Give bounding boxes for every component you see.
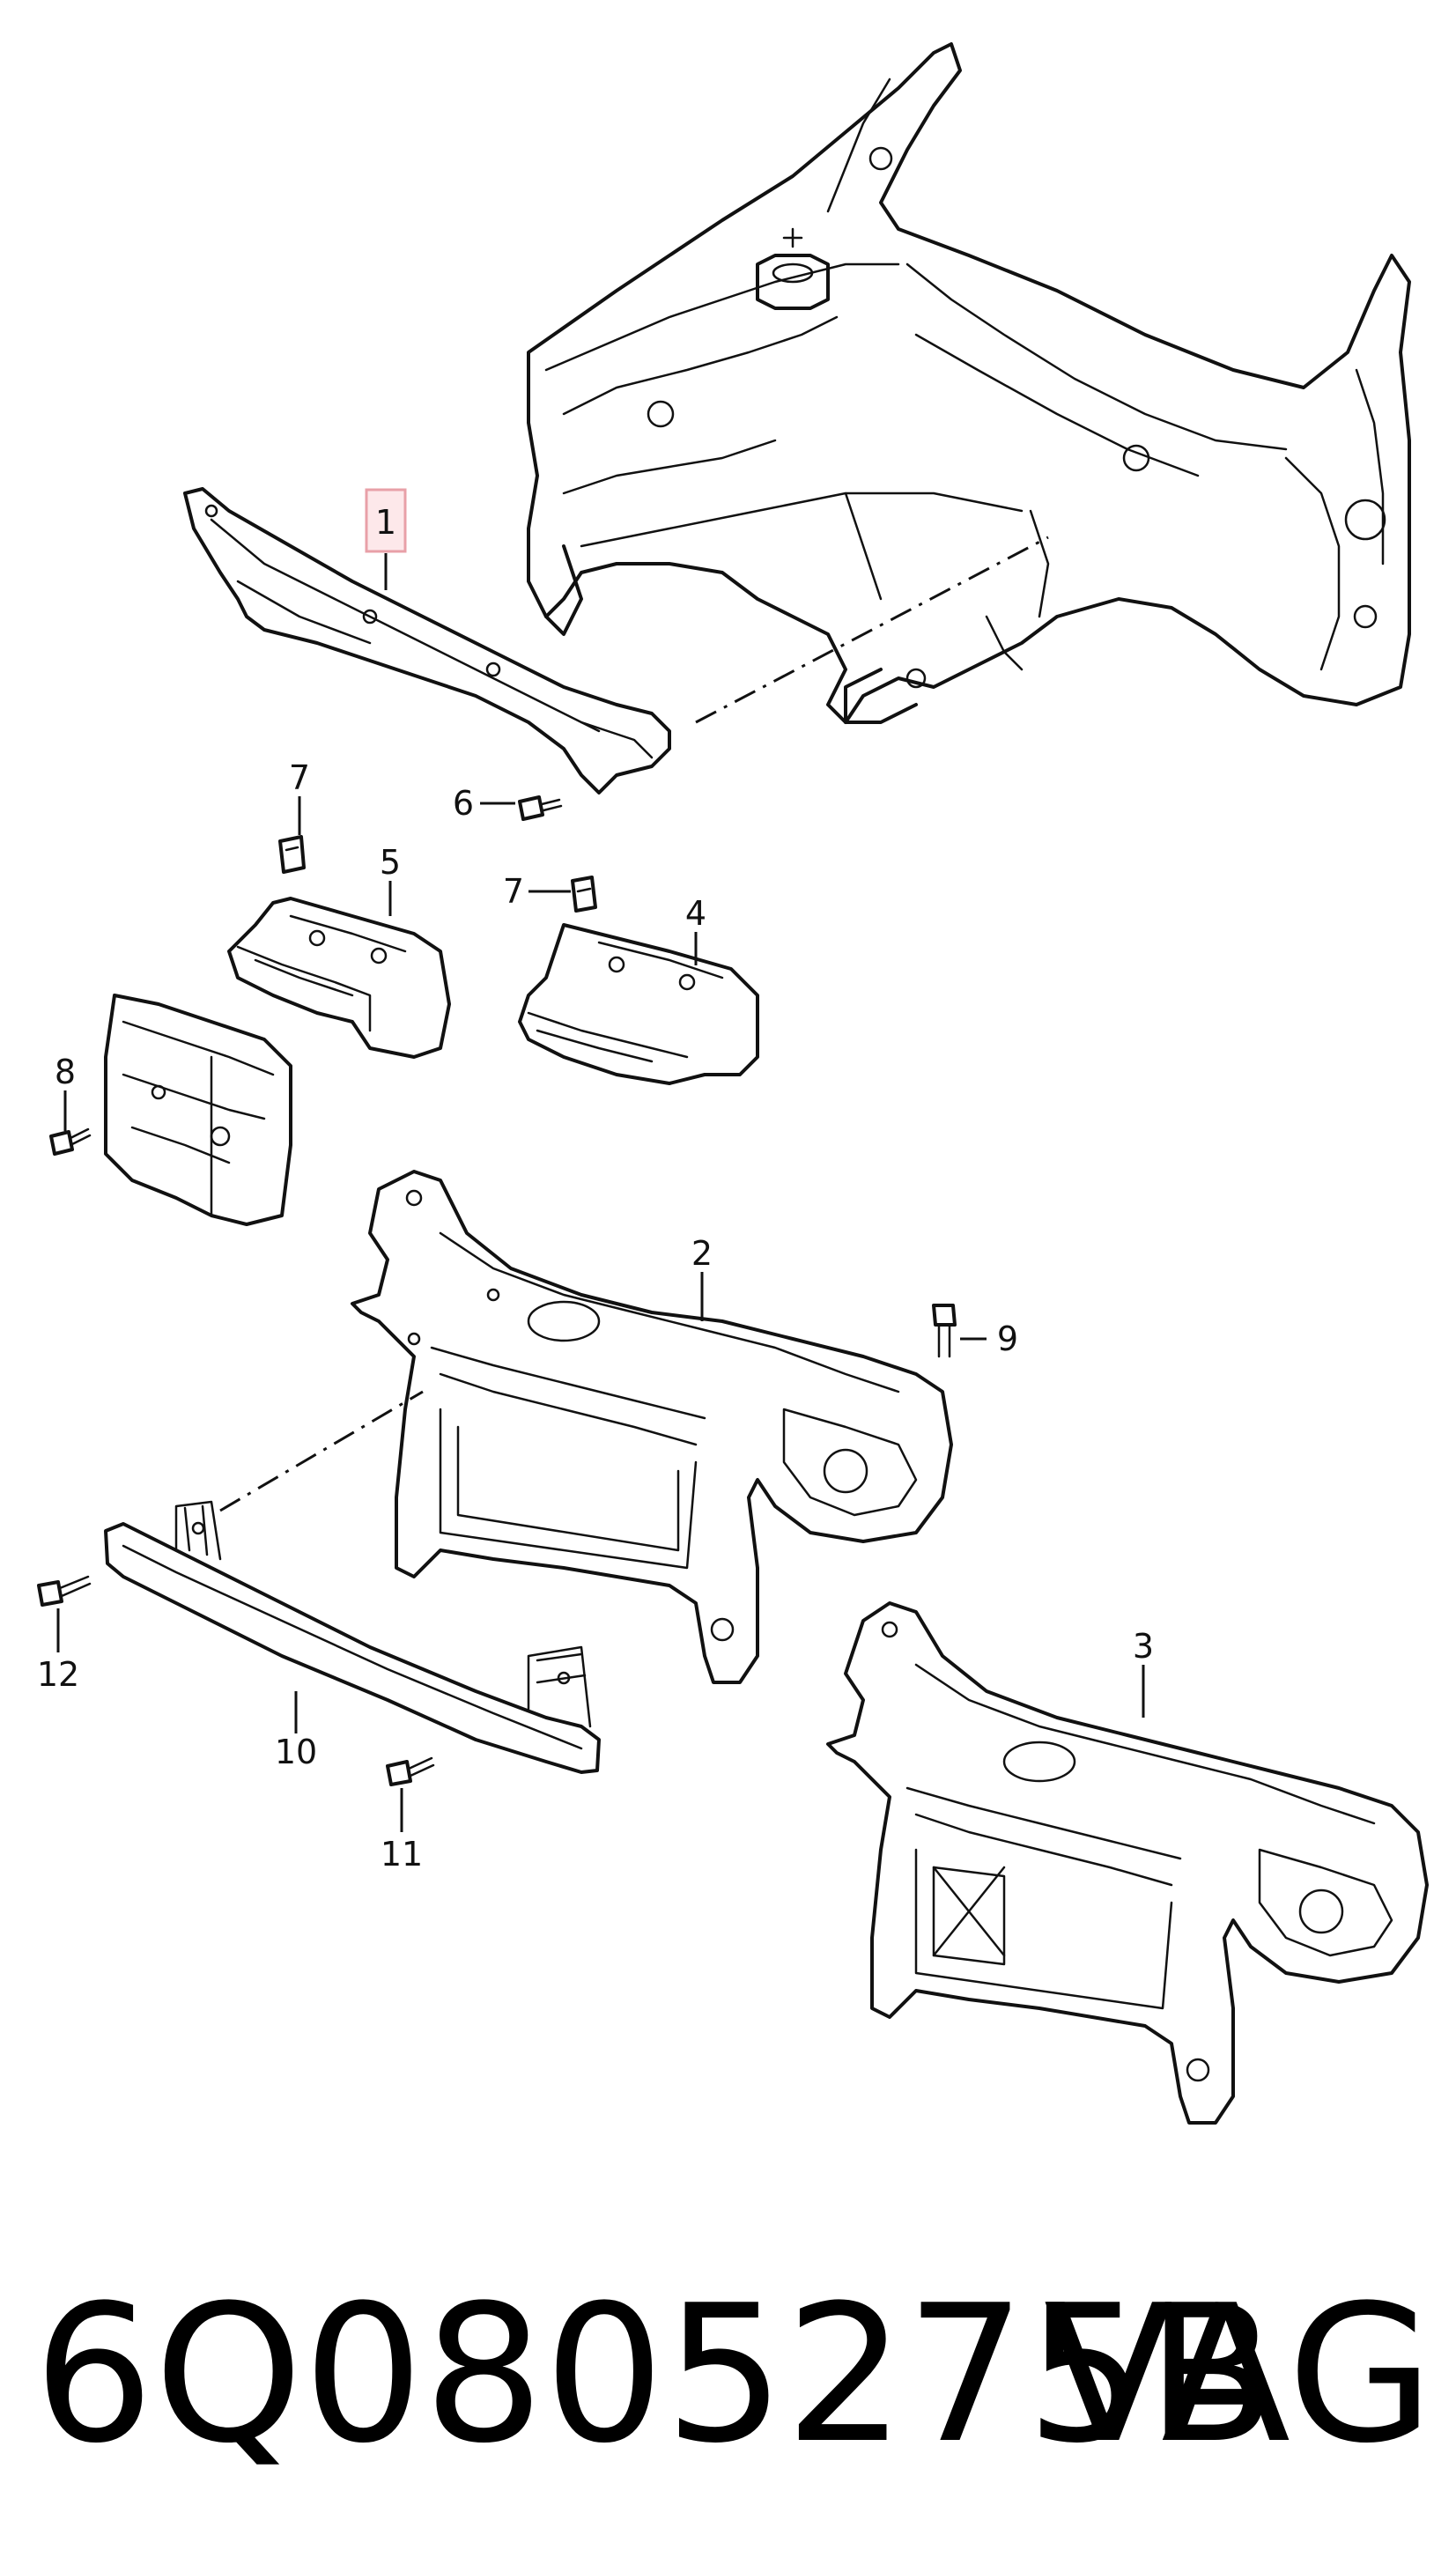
callout-1: 1 xyxy=(375,503,396,542)
part-12-bolt xyxy=(37,1575,92,1607)
callout-10: 10 xyxy=(275,1733,317,1771)
part-6-bolt xyxy=(518,795,563,821)
part-7-clip-nut-left xyxy=(278,835,306,874)
part-9-bolt xyxy=(932,1304,957,1358)
car-body-structure xyxy=(527,42,1411,724)
part-8-bolt xyxy=(49,1127,92,1156)
part-3-lock-carrier xyxy=(826,1601,1429,2125)
callout-12: 12 xyxy=(37,1655,79,1694)
part-11-bolt xyxy=(386,1756,435,1786)
part-5-air-guide xyxy=(227,897,451,1059)
callout-leaders xyxy=(56,553,1145,1832)
assembly-line-cross-member xyxy=(695,536,1049,724)
callout-2: 2 xyxy=(691,1234,713,1273)
callout-6: 6 xyxy=(453,784,474,823)
callout-3: 3 xyxy=(1133,1627,1154,1666)
part-1-upper-cross-member xyxy=(183,487,671,795)
brand-name: VAG xyxy=(1044,2264,1434,2485)
callout-7-upper: 7 xyxy=(289,758,310,797)
callout-11: 11 xyxy=(381,1835,423,1874)
partial-lock-carrier-view xyxy=(104,994,292,1226)
part-7-clip-nut-right xyxy=(571,876,597,913)
callout-1-highlight xyxy=(365,488,407,553)
callout-4: 4 xyxy=(685,894,706,933)
assembly-line-bumper xyxy=(219,1390,424,1512)
callout-5: 5 xyxy=(380,843,401,882)
part-10-bumper-bar xyxy=(104,1500,601,1774)
callout-7-lower: 7 xyxy=(503,872,524,911)
part-4-air-guide xyxy=(518,923,759,1085)
part-2-lock-carrier xyxy=(351,1170,953,1684)
part-number: 6Q0805275B xyxy=(33,2264,1276,2485)
callout-8: 8 xyxy=(55,1053,76,1091)
callout-9: 9 xyxy=(997,1319,1018,1358)
